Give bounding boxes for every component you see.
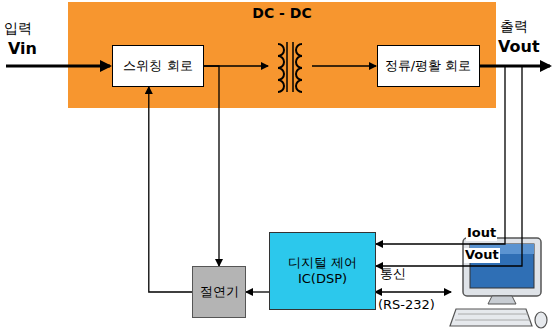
port-label: 입력 [4,20,32,36]
controller-box: 디지털 제어 IC(DSP) [269,232,376,310]
signal-name: Iout [466,226,497,241]
input-arrow [6,65,110,68]
process-box: 정류/평활 회로 [377,45,480,87]
isolator-box: 절연기 [192,266,246,318]
comm-label: 통신 [380,267,406,282]
signal-connector [376,66,505,244]
process-box: 스위칭 회로 [112,45,204,87]
node-text: DC - DC [248,5,315,23]
node-text: 디지털 제어 IC(DSP) [270,255,375,288]
signal-connector [204,66,219,266]
signal-connector [149,87,192,292]
signal-connector [376,66,522,266]
node-text: 스위칭 회로 [119,58,196,74]
transformer-symbol [278,42,302,92]
node-text: 정류/평활 회로 [381,58,476,74]
signal-connector [246,291,269,292]
signal-name: Vout [498,38,540,56]
signal-name: Vin [8,40,37,58]
power-arrow [312,65,376,67]
comm-label: (RS-232) [378,298,435,313]
node-text: 절연기 [196,284,243,300]
computer-icon [450,238,547,328]
signal-name: Vout [464,248,500,263]
comm-arrow [375,291,451,293]
port-label: 출력 [500,18,528,34]
